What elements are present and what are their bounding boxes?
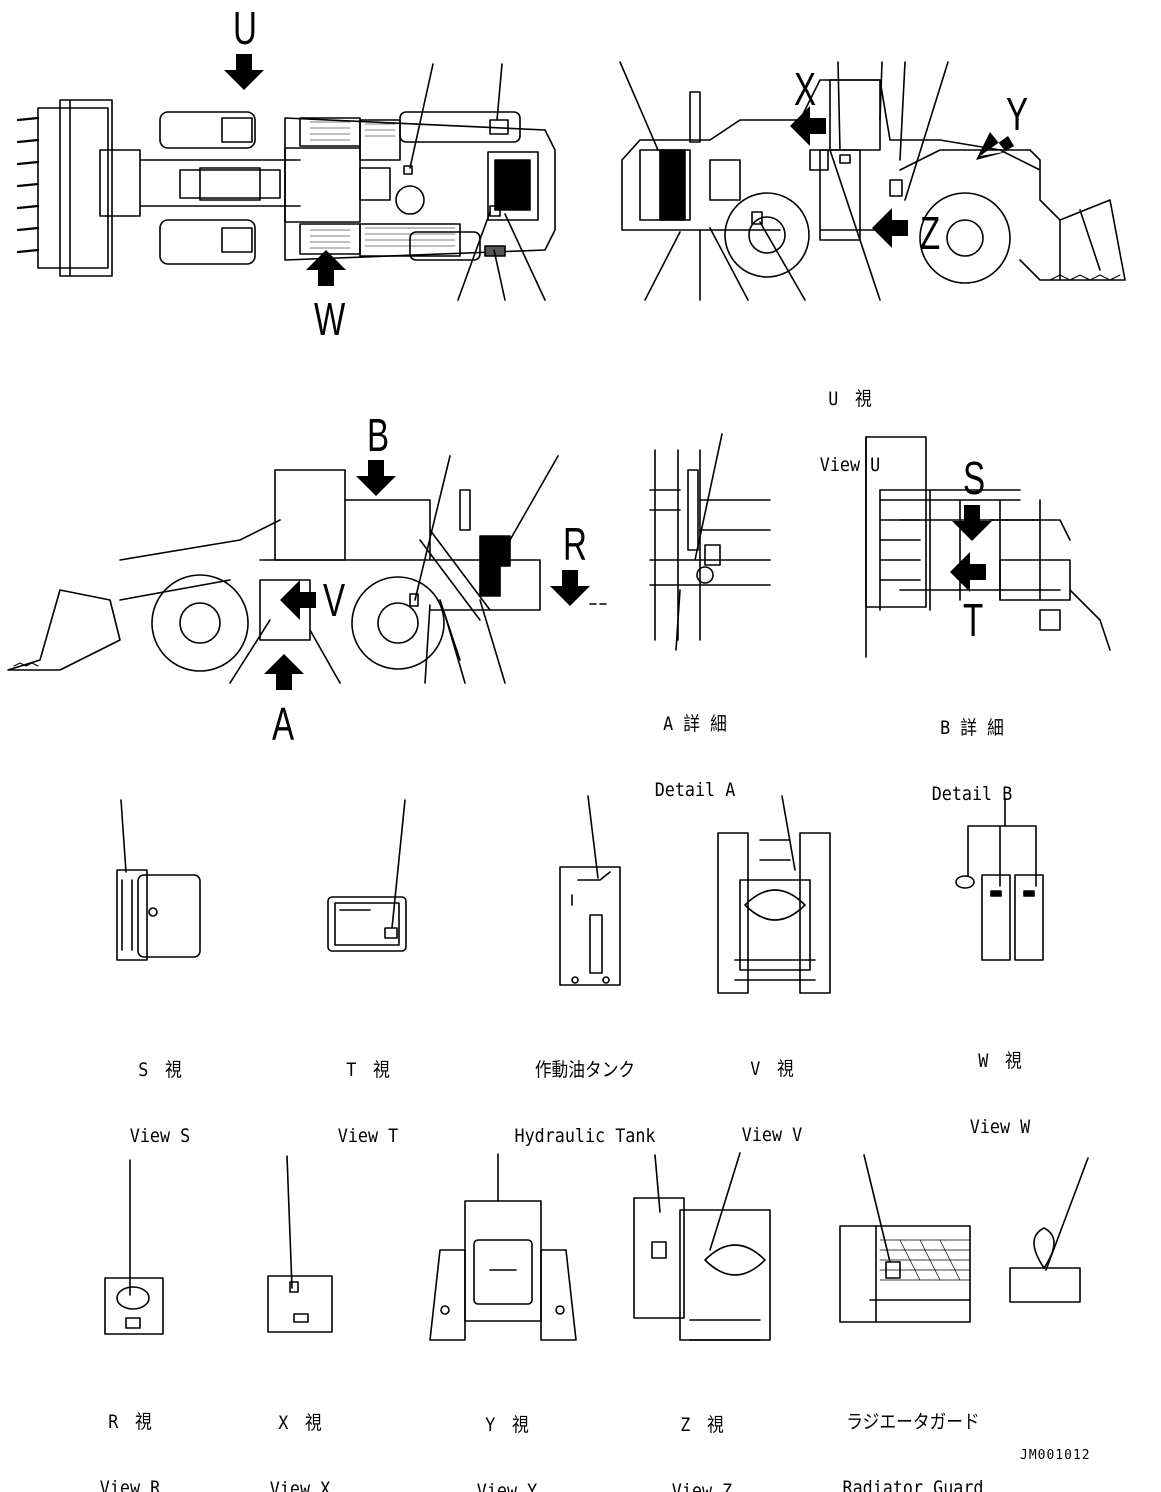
caption-view-v-en: View V: [741, 1124, 803, 1146]
caption-view-s-ja: S 視: [138, 1059, 182, 1081]
view-s-drawing: [116, 799, 201, 961]
caption-view-u: U 視 View U: [788, 344, 911, 498]
arrow-letter-u: U: [233, 2, 257, 54]
caption-view-y: Y 視 View Y: [454, 1370, 560, 1492]
caption-view-w-en: View W: [969, 1116, 1031, 1138]
caption-hydraulic-tank-en: Hydraulic Tank: [514, 1125, 656, 1147]
direction-arrows-top-left: [224, 54, 346, 286]
caption-view-s: S 視 View S: [107, 1015, 213, 1169]
caption-view-v-ja: V 視: [750, 1058, 794, 1080]
arrow-letter-v: V: [323, 574, 346, 626]
caption-view-r: R 視 View R: [77, 1367, 183, 1492]
caption-detail-a-ja: A 詳 細: [663, 713, 727, 735]
arrow-letter-a: A: [272, 698, 295, 750]
caption-view-y-ja: Y 視: [485, 1414, 529, 1436]
caption-view-r-en: View R: [99, 1477, 161, 1492]
caption-view-u-en: View U: [819, 454, 881, 476]
caption-view-x: X 視 View X: [247, 1368, 353, 1492]
loader-plan-view: [16, 63, 556, 301]
arrow-letter-y: Y: [1006, 88, 1029, 140]
drawing-code: JM001012: [1020, 1448, 1091, 1463]
caption-hydraulic-tank: 作動油タンク Hydraulic Tank: [493, 1015, 678, 1169]
caption-view-t-ja: T 視: [346, 1059, 390, 1081]
caption-view-w: W 視 View W: [947, 1006, 1053, 1160]
view-v-drawing: [717, 795, 831, 994]
caption-view-z-en: View Z: [671, 1480, 733, 1492]
caption-view-u-ja: U 視: [828, 388, 872, 410]
caption-detail-b-en: Detail B: [931, 783, 1013, 805]
detail-a-drawing: [649, 433, 771, 651]
arrow-letter-w: W: [314, 293, 346, 345]
arrow-letter-b: B: [367, 409, 390, 461]
view-t-drawing: [327, 799, 407, 952]
caption-view-y-en: View Y: [476, 1480, 538, 1492]
arrow-letter-r: R: [563, 518, 587, 570]
view-r-drawing: [104, 1159, 164, 1335]
caption-view-x-en: View X: [269, 1478, 331, 1492]
direction-arrows-top-right: [790, 106, 1014, 248]
arrow-letter-t: T: [963, 594, 984, 646]
loader-side-view-rear: [619, 61, 1126, 301]
caption-view-r-ja: R 視: [108, 1411, 152, 1433]
caption-radiator-guard-en: Radiator Guard: [842, 1477, 984, 1492]
caption-detail-b-ja: B 詳 細: [940, 717, 1004, 739]
radiator-guard-drawing: [839, 1154, 1089, 1323]
arrow-letter-x: X: [794, 63, 817, 115]
caption-hydraulic-tank-ja: 作動油タンク: [534, 1059, 636, 1081]
caption-radiator-guard: ラジエータガード Radiator Guard: [821, 1367, 1006, 1492]
arrow-letter-s: S: [963, 452, 986, 504]
view-y-drawing: [429, 1153, 577, 1341]
caption-detail-a: A 詳 細 Detail A: [629, 669, 761, 823]
caption-view-t-en: View T: [337, 1125, 399, 1147]
view-z-drawing: [633, 1152, 771, 1341]
loader-side-view-left: [7, 455, 611, 684]
caption-detail-a-en: Detail A: [654, 779, 736, 801]
caption-view-t: T 視 View T: [315, 1015, 421, 1169]
caption-radiator-guard-ja: ラジエータガード: [846, 1411, 980, 1433]
view-w-drawing: [955, 797, 1044, 961]
caption-view-w-ja: W 視: [978, 1050, 1022, 1072]
hydraulic-tank-drawing: [559, 795, 621, 986]
direction-arrows-detail-b: [950, 505, 992, 592]
caption-view-v: V 視 View V: [719, 1014, 825, 1168]
direction-arrows-middle-left: [264, 460, 590, 690]
arrow-letter-z: Z: [920, 207, 941, 259]
view-x-drawing: [267, 1155, 333, 1333]
detail-b-drawing: [865, 436, 1111, 658]
caption-view-z: Z 視 View Z: [649, 1370, 755, 1492]
caption-view-x-ja: X 視: [278, 1412, 322, 1434]
caption-view-s-en: View S: [129, 1125, 191, 1147]
caption-detail-b: B 詳 細 Detail B: [906, 673, 1038, 827]
caption-view-z-ja: Z 視: [680, 1414, 724, 1436]
